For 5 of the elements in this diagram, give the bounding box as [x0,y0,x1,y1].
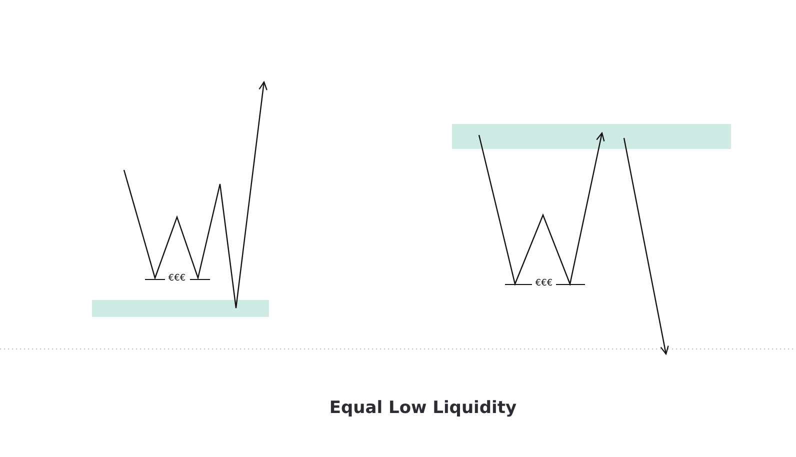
equal-lows-label: €€€ [168,274,186,284]
caption: Equal Low Liquidity [328,397,518,420]
equal-lows-label: €€€ [535,280,553,288]
liquidity-zone [452,124,731,149]
liquidity-zone [92,300,269,317]
